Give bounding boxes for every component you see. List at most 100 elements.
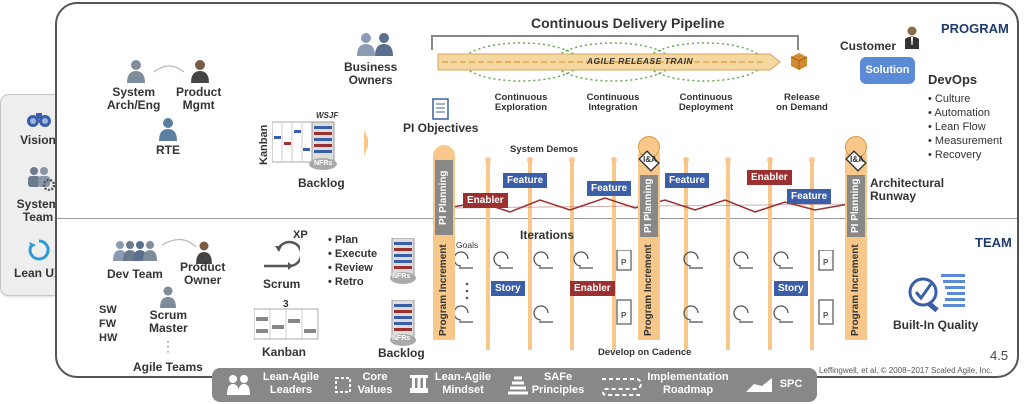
release-on-demand-label: Release on Demand <box>776 92 828 113</box>
feature-flag: Feature <box>587 181 632 196</box>
team-enabler-flag: Enabler <box>570 281 615 296</box>
devops-item: • Automation <box>928 107 990 119</box>
pi-planning-band-1 <box>435 160 453 235</box>
lean-agile-mindset-label: Lean-Agile Mindset <box>434 371 492 396</box>
scrum-events-list: • Plan • Execute • Review • Retro <box>328 233 377 289</box>
pi-planning-band-2 <box>640 175 658 237</box>
pi-planning-label-3: PI Planning <box>850 178 861 234</box>
architectural-runway-label: Architectural Runway <box>870 176 945 203</box>
binoculars-icon <box>27 113 51 127</box>
scrum-event: • Execute <box>328 248 378 260</box>
rte-icon <box>159 118 177 141</box>
customer-icon <box>905 26 919 49</box>
svg-text:P: P <box>621 311 627 320</box>
system-team-icon <box>28 167 56 191</box>
system-demos-label: System Demos <box>510 144 579 155</box>
ia-label-2: I&A <box>643 155 657 164</box>
pipeline-title: Continuous Delivery Pipeline <box>531 15 725 31</box>
solution-badge: Solution <box>860 57 915 84</box>
team-backlog-stack-1 <box>390 238 416 284</box>
scrum-event: • Retro <box>328 276 364 288</box>
continuous-deployment-label: Continuous Deployment <box>678 92 734 113</box>
scrum-label: Scrum <box>263 277 301 291</box>
scrum-event: • Review <box>328 262 373 274</box>
devops-item: • Measurement <box>928 135 1003 147</box>
lean-ux-label: Lean UX <box>13 266 62 280</box>
iterations-label: Iterations <box>520 228 575 242</box>
business-owners-icon <box>357 33 393 56</box>
people-icon <box>227 375 250 395</box>
pipeline-graphic <box>431 35 799 82</box>
roadmap-icon <box>602 378 642 396</box>
agile-teams-label: Agile Teams <box>133 360 203 374</box>
devops-item: • Culture <box>928 93 971 105</box>
rte-label: RTE <box>156 143 180 157</box>
agile-release-train-label: AGILE RELEASE TRAIN <box>586 56 694 66</box>
lean-ux-icon <box>28 239 50 261</box>
story-flag: Story <box>774 281 808 296</box>
enabler-flag: Enabler <box>463 193 508 208</box>
sw-label: SW <box>99 304 117 316</box>
develop-on-cadence-label: Develop on Cadence <box>598 347 692 358</box>
ia-label-3: I&A <box>850 155 864 164</box>
pi-objectives-label: PI Objectives <box>403 121 479 135</box>
program-increment-label-3: Program Increment <box>850 244 861 336</box>
scrum-event: • Plan <box>328 234 359 246</box>
team-kanban-label: Kanban <box>262 345 307 359</box>
program-kanban-label: Kanban <box>258 124 270 166</box>
feature-flag: Feature <box>787 189 832 204</box>
program-team-divider <box>57 218 1017 219</box>
svg-text:P: P <box>621 258 627 267</box>
program-nfrs-label: NFRs <box>314 160 333 167</box>
system-team-label: System Team <box>16 197 60 225</box>
svg-text:P: P <box>823 311 829 320</box>
principles-icon <box>508 376 528 395</box>
devops-title: DevOps <box>928 72 978 87</box>
program-increment-label-1: Program Increment <box>438 244 449 336</box>
team-backlog-stack-2 <box>390 300 416 346</box>
enabler-flag: Enabler <box>747 170 792 185</box>
kanban-wip-label: 3 <box>283 299 289 310</box>
goals-label: Goals <box>456 240 479 250</box>
program-roles-icons <box>127 60 209 83</box>
pi-planning-label-2: PI Planning <box>643 178 654 234</box>
core-values-label: Core Values <box>357 371 393 396</box>
scrum-master-label: Scrum Master <box>149 308 188 335</box>
product-owner-label: Product Owner <box>180 260 226 287</box>
team-kanban-board <box>254 308 319 340</box>
lean-agile-leaders-label: Lean-Agile Leaders <box>262 371 320 396</box>
feature-flag: Feature <box>665 173 710 188</box>
devops-item: • Lean Flow <box>928 121 986 133</box>
version-label: 4.5 <box>990 348 1009 363</box>
program-backlog-label: Backlog <box>298 176 345 190</box>
core-values-icon <box>335 377 351 393</box>
devops-list: • Culture • Automation • Lean Flow • Mea… <box>928 92 1002 162</box>
scrum-cycle-icon <box>264 240 300 270</box>
ellipsis-dots: ··· <box>166 334 170 358</box>
wsjf-label: WSJF <box>316 111 339 120</box>
pi-planning-band-3 <box>847 175 865 237</box>
program-kanban-board <box>272 121 368 170</box>
dev-team-label: Dev Team <box>107 267 163 281</box>
pi-planning-label-1: PI Planning <box>438 170 449 226</box>
continuous-integration-label: Continuous Integration <box>586 92 640 113</box>
hw-label: HW <box>99 332 118 344</box>
package-icon <box>790 53 808 70</box>
safe-principles-label: SAFe Principles <box>531 371 585 396</box>
document-icon <box>432 98 449 120</box>
spc-label: SPC <box>779 378 803 390</box>
feature-flag: Feature <box>503 173 548 188</box>
implementation-roadmap-label: Implementation Roadmap <box>647 371 729 396</box>
team-backlog-label: Backlog <box>378 346 425 360</box>
continuous-exploration-label: Continuous Exploration <box>494 92 548 113</box>
spc-icon <box>746 378 772 392</box>
mindset-icon <box>410 375 428 393</box>
system-arch-label: System Arch/Eng <box>107 85 161 112</box>
scrum-master-icon <box>160 286 176 308</box>
business-owners-label: Business Owners <box>344 60 398 87</box>
team-heading: TEAM <box>975 235 1012 250</box>
program-heading: PROGRAM <box>941 21 1009 36</box>
devops-item: • Recovery <box>928 149 982 161</box>
